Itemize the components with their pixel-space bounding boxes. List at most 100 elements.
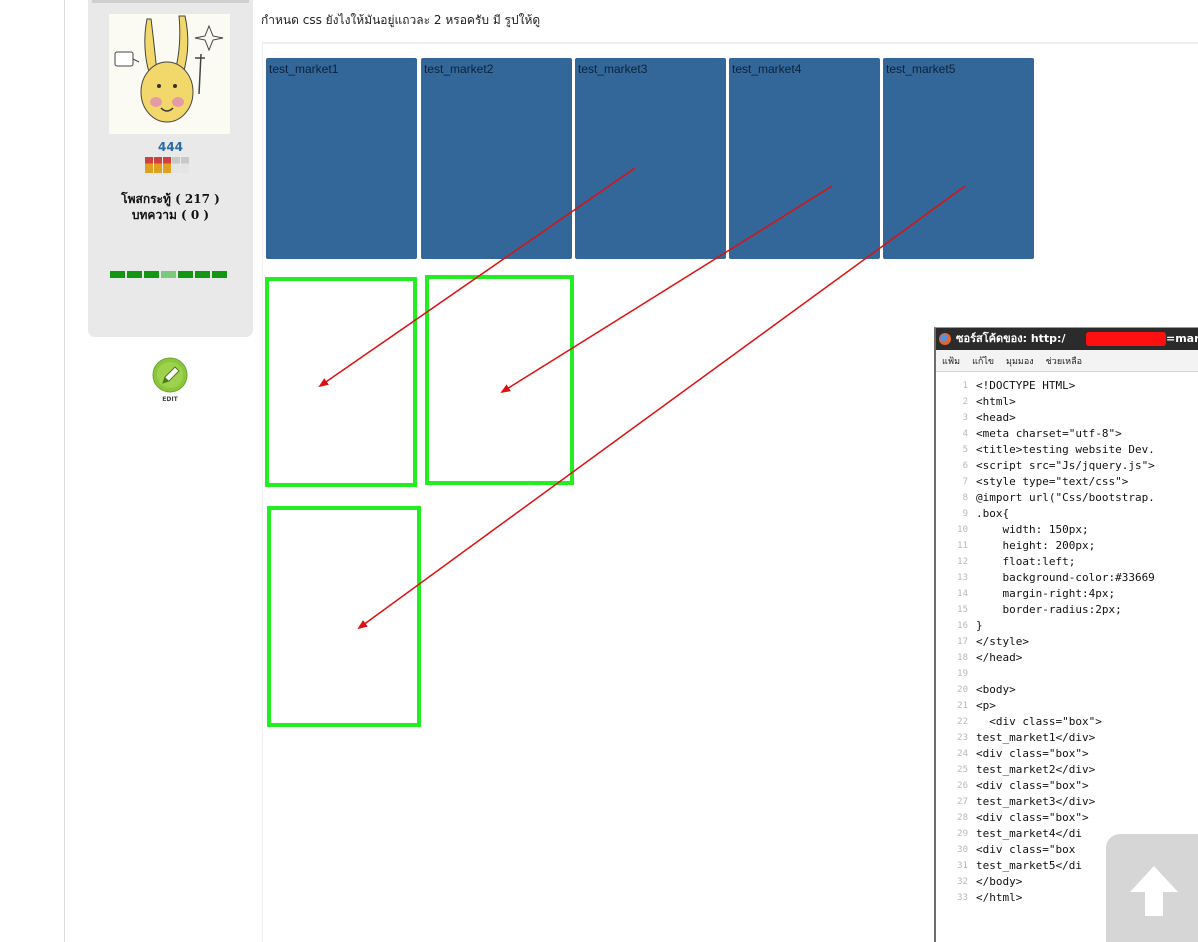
line-number: 15: [957, 605, 968, 615]
silver-medal-icon: [172, 157, 180, 173]
line-number: 10: [957, 525, 968, 535]
rep-segment: [195, 271, 210, 278]
line-number: 4: [962, 429, 968, 439]
line-number: 1: [962, 381, 968, 391]
rep-segment: [144, 271, 159, 278]
username[interactable]: 444: [157, 140, 184, 154]
code-text: <head>: [976, 411, 1016, 424]
code-text: <body>: [976, 683, 1016, 696]
code-text: </html>: [976, 891, 1023, 904]
avatar[interactable]: [109, 14, 230, 134]
panel-tab: [92, 0, 249, 3]
line-number: 23: [957, 733, 968, 743]
code-line: 23 test_market1</div>: [936, 730, 1198, 746]
code-text: <!DOCTYPE HTML>: [976, 379, 1076, 392]
line-number: 12: [957, 557, 968, 567]
market-box-label: test_market4: [732, 62, 802, 76]
menu-file[interactable]: แฟ้ม: [942, 356, 961, 367]
line-number: 16: [957, 621, 968, 631]
line-number: 5: [962, 445, 968, 455]
gold-medal-icon: [163, 157, 171, 173]
market-box: test_market4: [729, 58, 880, 259]
line-number: 20: [957, 685, 968, 695]
code-text: @import url("Css/bootstrap.: [976, 491, 1155, 504]
market-box-label: test_market2: [424, 62, 494, 76]
post-screenshot: test_market1 test_market2 test_market3 t…: [262, 42, 1198, 942]
line-number: 7: [962, 477, 968, 487]
silver-medal-icon: [181, 157, 189, 173]
market-box: test_market5: [883, 58, 1034, 259]
code-text: width: 150px;: [976, 523, 1089, 536]
line-number: 19: [957, 669, 968, 679]
code-text: <style type="text/css">: [976, 475, 1129, 488]
source-menubar: แฟ้ม แก้ไข มุมมอง ช่วยเหลือ: [936, 350, 1198, 372]
code-line: 2<html>: [936, 394, 1198, 410]
source-code: 1 <!DOCTYPE HTML> 2<html>3<head> 4 <meta cha…: [936, 378, 1198, 906]
rep-segment: [110, 271, 125, 278]
edit-button[interactable]: EDIT: [151, 357, 189, 403]
market-box: test_market3: [575, 58, 726, 259]
rep-segment: [161, 271, 176, 278]
menu-help[interactable]: ช่วยเหลือ: [1045, 356, 1083, 367]
code-text: <title>testing website Dev.: [976, 443, 1155, 456]
code-line: 13 background-color:#33669: [936, 570, 1198, 586]
code-line: 5 <title>testing website Dev.: [936, 442, 1198, 458]
code-line: 6<script src="Js/jquery.js">: [936, 458, 1198, 474]
code-text: <div class="box: [976, 843, 1076, 856]
line-number: 29: [957, 829, 968, 839]
code-line: 19: [936, 666, 1198, 682]
code-text: height: 200px;: [976, 539, 1096, 552]
content-divider: [64, 0, 65, 942]
code-line: 28 <div class="box">: [936, 810, 1198, 826]
code-text: }: [976, 619, 983, 632]
source-title-prefix: ซอร์สโค้ดของ: http:/: [956, 332, 1066, 345]
code-line: 7 <style type="text/css">: [936, 474, 1198, 490]
line-number: 17: [957, 637, 968, 647]
line-number: 21: [957, 701, 968, 711]
line-number: 22: [957, 717, 968, 727]
scroll-to-top-button[interactable]: [1106, 834, 1198, 942]
line-number: 6: [962, 461, 968, 471]
reputation-bar: [110, 271, 227, 278]
firefox-icon: [939, 333, 951, 345]
arrow-line: [357, 185, 966, 630]
code-line: 11 height: 200px;: [936, 538, 1198, 554]
code-text: test_market1</div>: [976, 731, 1096, 744]
line-number: 26: [957, 781, 968, 791]
redaction-mark: [1086, 332, 1166, 346]
code-text: border-radius:2px;: [976, 603, 1122, 616]
code-text: .box{: [976, 507, 1010, 520]
code-line: 9.box{: [936, 506, 1198, 522]
post-count: โพสกระทู้ ( 217 ): [121, 192, 220, 206]
code-line: 3<head>: [936, 410, 1198, 426]
menu-edit[interactable]: แก้ไข: [972, 356, 995, 367]
line-number: 25: [957, 765, 968, 775]
gold-medal-icon: [154, 157, 162, 173]
rep-segment: [178, 271, 193, 278]
code-line: 32</body>: [936, 874, 1198, 890]
code-text: test_market3</div>: [976, 795, 1096, 808]
source-title-suffix: =market -: [1166, 332, 1198, 345]
rabbit-avatar-icon: [109, 14, 230, 134]
code-line: 8 @import url("Css/bootstrap.: [936, 490, 1198, 506]
menu-view[interactable]: มุมมอง: [1006, 356, 1034, 367]
code-line: 12 float:left;: [936, 554, 1198, 570]
line-number: 24: [957, 749, 968, 759]
code-line: 18</head>: [936, 650, 1198, 666]
code-text: <meta charset="utf-8">: [976, 427, 1122, 440]
line-number: 33: [957, 893, 968, 903]
arrow-line: [500, 185, 833, 394]
code-text: background-color:#33669: [976, 571, 1155, 584]
line-number: 32: [957, 877, 968, 887]
line-number: 28: [957, 813, 968, 823]
market-box-label: test_market5: [886, 62, 956, 76]
code-text: test_market5</di: [976, 859, 1082, 872]
code-text: <div class="box">: [976, 811, 1089, 824]
code-line: 24<div class="box">: [936, 746, 1198, 762]
code-text: <div class="box">: [976, 715, 1102, 728]
code-line: 4 <meta charset="utf-8">: [936, 426, 1198, 442]
line-number: 18: [957, 653, 968, 663]
line-number: 8: [962, 493, 968, 503]
